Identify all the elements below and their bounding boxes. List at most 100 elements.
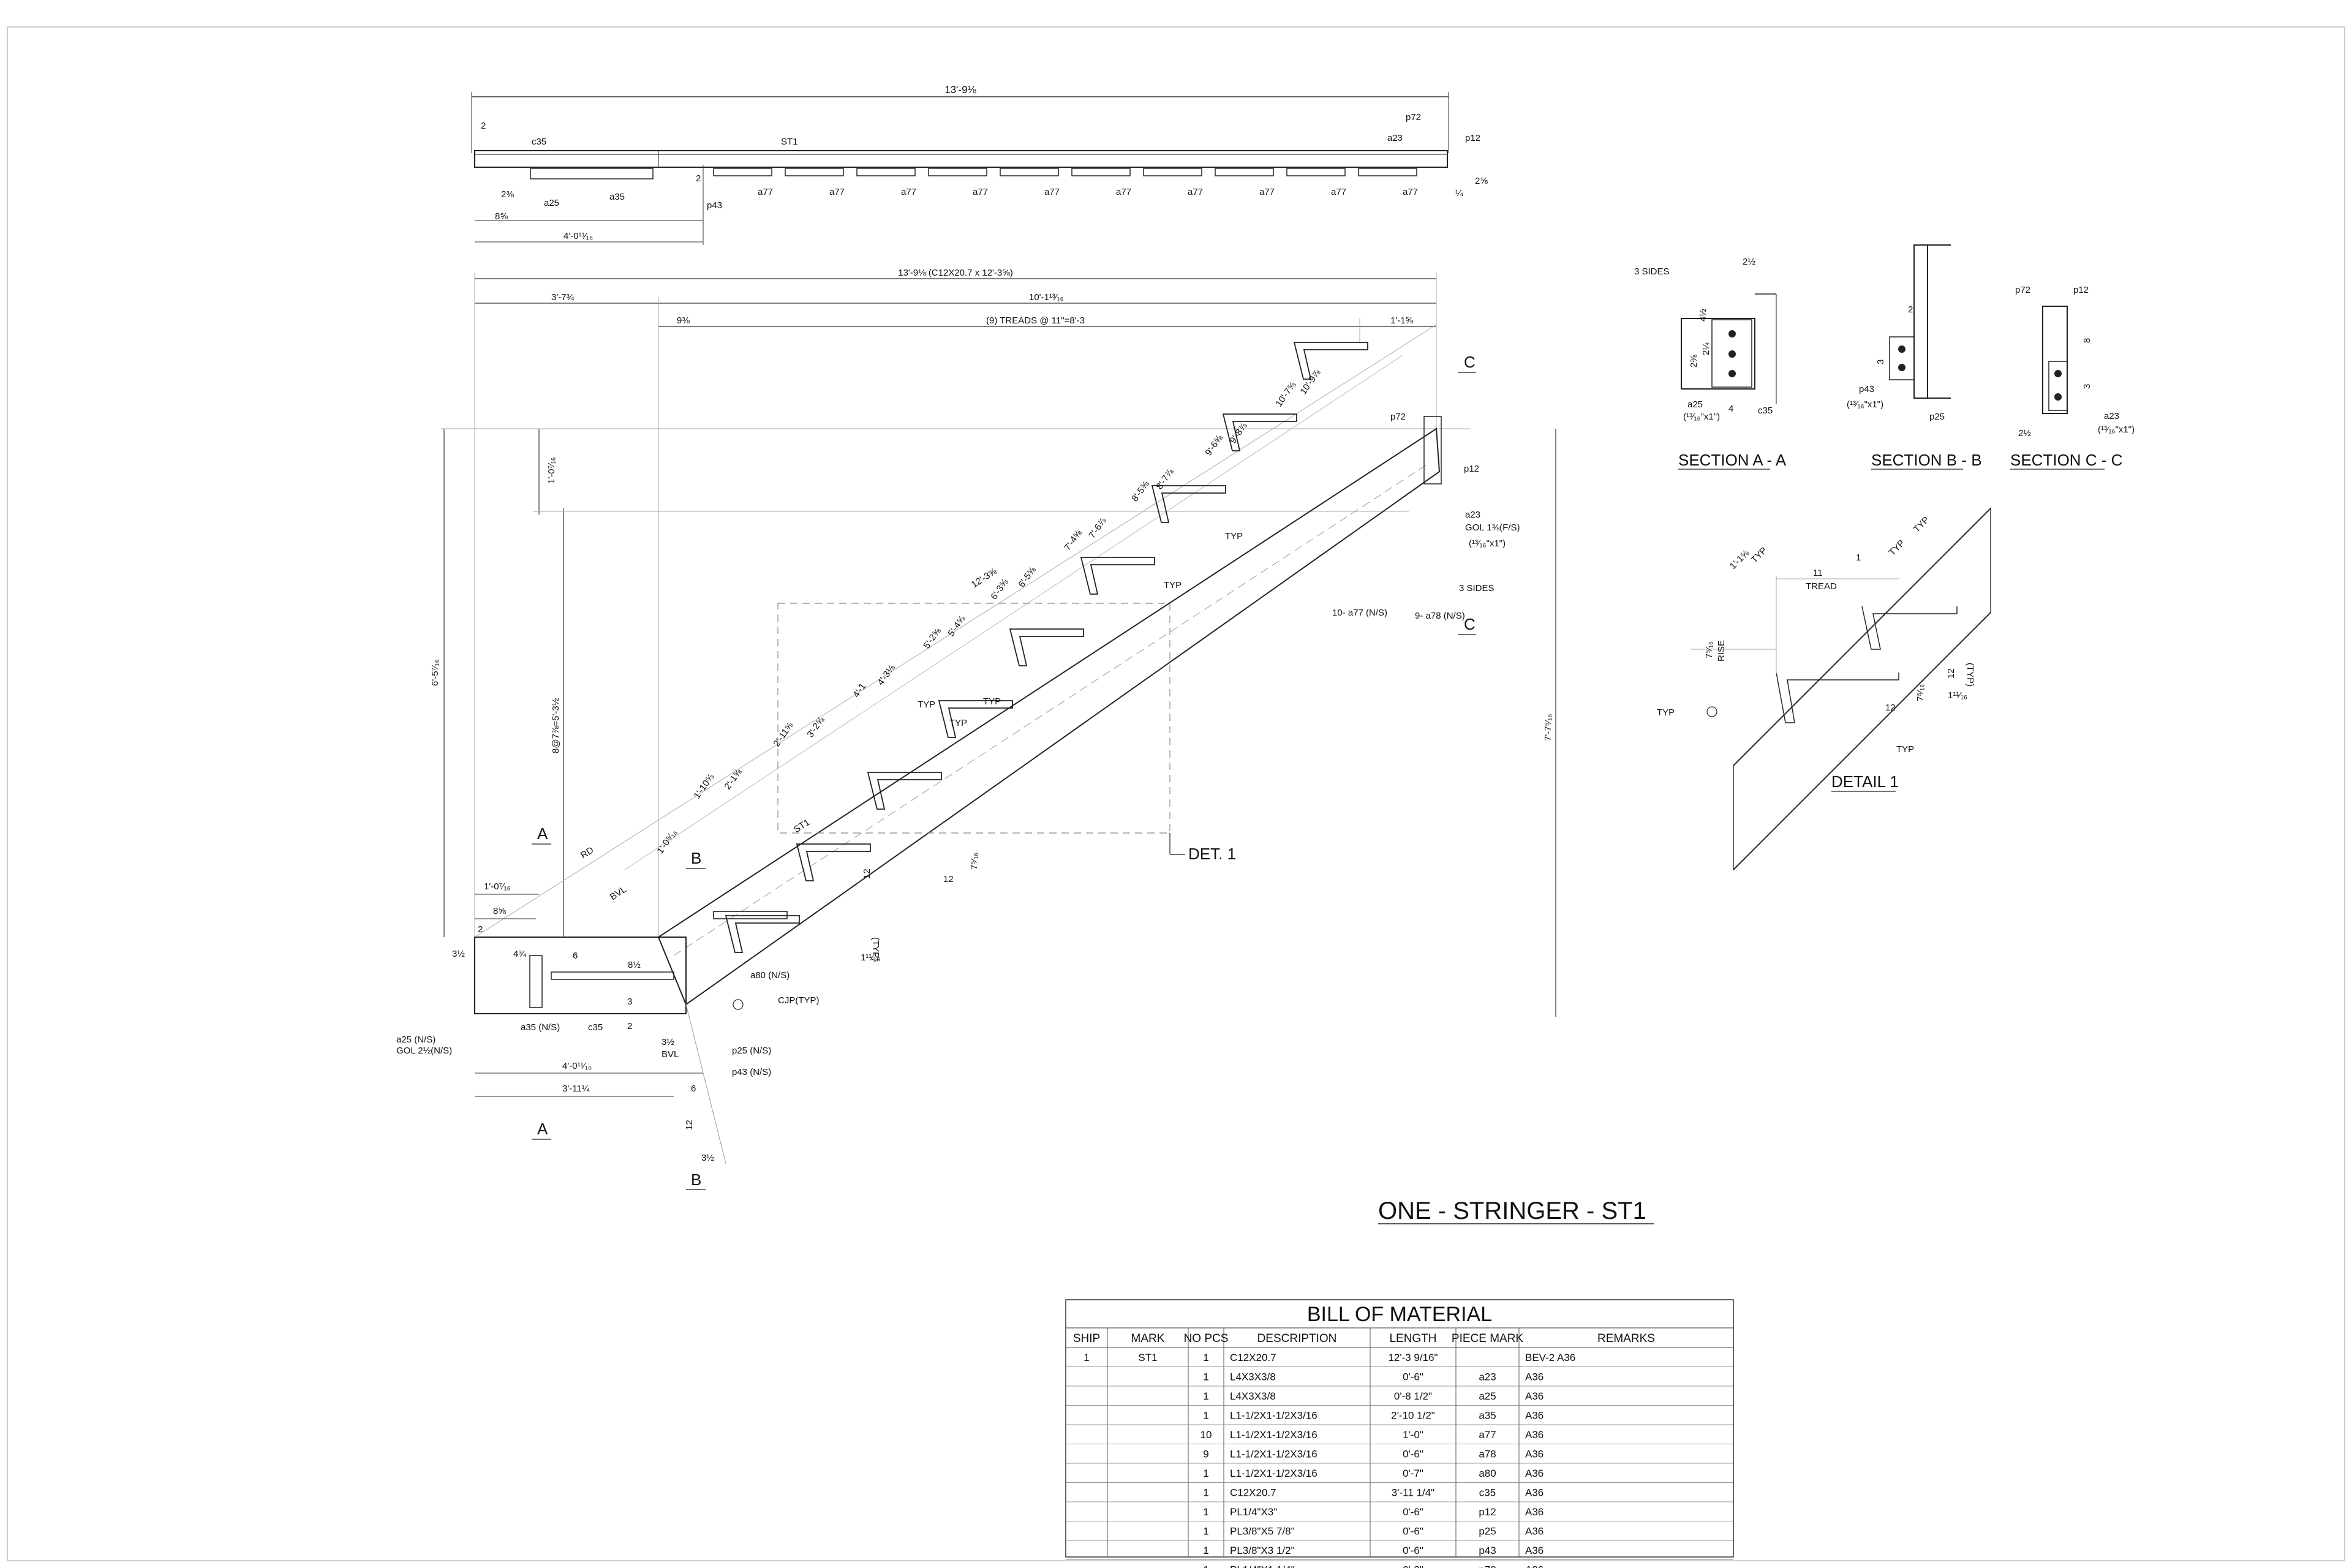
section-b-title: SECTION B - B [1871,451,1982,469]
elev-label-typ-paren: (TYP) [870,937,881,961]
elev-label-p12: p12 [1464,464,1479,474]
section-a-title: SECTION A - A [1678,451,1787,469]
bom-cell: 0'-8 1/2" [1394,1390,1432,1402]
section-a-label-c35: c35 [1758,405,1773,416]
detail-label-7: RISE [1716,640,1727,662]
bom-cell: PL3/8"X3 1/2" [1230,1545,1295,1556]
top-angle-a77 [928,168,987,176]
section-a-label-hole: (¹³⁄₁₆"x1") [1683,412,1720,422]
top-angle-label: a77 [1331,187,1346,197]
detail-label-6: 7⁵⁄₁₆ [1704,641,1714,658]
section-a-label-4-5: 4½ [1698,309,1708,322]
top-angle-a77 [713,168,772,176]
bom-cell: p72 [1479,1564,1496,1568]
top-angle-a77 [1000,168,1059,176]
elev-label-a25: a25 (N/S) [396,1035,435,1045]
top-angle-label: a77 [1044,187,1060,197]
tread-angle-a77 [1222,413,1297,451]
elev-bot-dim-6: 6 [573,951,578,961]
bom-header-cell: LENGTH [1389,1332,1436,1345]
elev-dim-risers: 8@7⅞=5'-3½ [551,698,561,753]
elev-bot-dim-3: 2 [478,924,483,935]
bom-cell: 2'-10 1/2" [1391,1410,1435,1422]
elev-bot-dim-2: 8⅝ [493,906,506,916]
bom-cell: a23 [1479,1371,1496,1383]
elev-bot-dim-7: 8½ [628,960,641,970]
bom-cell: BEV-2 A36 [1525,1352,1575,1363]
elev-bot-dim-14: 12 [684,1120,695,1130]
section-mark-c-top: C [1464,353,1476,371]
top-label-a23: a23 [1387,133,1403,143]
section-b-b: 2 3 p43 (¹³⁄₁₆"x1") p25 SECTION B - B [1847,244,1982,470]
detail-title: DETAIL 1 [1831,772,1899,791]
tread-angle-a80 [713,911,788,919]
bom-cell: a80 [1479,1468,1496,1479]
bom-cell: 0'-7" [1403,1468,1423,1479]
bom-cell: c35 [1479,1487,1496,1499]
bom-cell: 1 [1203,1390,1208,1402]
bom-cell: 3'-11 1/4" [1392,1487,1434,1499]
section-c-title: SECTION C - C [2010,451,2122,469]
bom-cell: A36 [1525,1371,1544,1383]
top-dim-5: 2 [696,173,701,184]
elev-bot-dim-8: 2 [627,1021,632,1031]
elev-label-det1: DET. 1 [1188,845,1236,863]
bom-header-cell: REMARKS [1597,1332,1655,1345]
bom-cell: 1 [1203,1468,1208,1479]
drawing-title: ONE - STRINGER - ST1 [1378,1197,1646,1224]
elev-bot-dim-13: 6 [691,1084,696,1094]
bom-header-cell: PIECE MARK [1452,1332,1524,1345]
bom-cell: C12X20.7 [1230,1352,1276,1363]
detail-label-5: TREAD [1806,581,1837,592]
top-label-st1: ST1 [781,137,798,147]
bom-cell: 9 [1203,1449,1208,1460]
section-c-label-8: 8 [2082,338,2092,343]
section-mark-b-top: B [691,849,701,867]
elev-dim-1-0: 1'-0⁷⁄₁₆ [546,457,557,484]
bom-cell: A36 [1525,1390,1544,1402]
detail-label-8: TYP [1657,707,1675,718]
top-label-a25: a25 [544,198,559,208]
sheet-border [7,26,2345,1561]
bottom-channel-c35 [474,937,687,1014]
bom-cell: L1-1/2X1-1/2X3/16 [1230,1468,1317,1479]
bom-title: BILL OF MATERIAL [1307,1303,1492,1326]
elev-label-cjp: CJP(TYP) [778,995,820,1006]
bom-cell: a25 [1479,1390,1496,1402]
top-angle-label: a77 [758,187,773,197]
elev-label-rise: 7⁵⁄₁₆ [969,853,979,870]
bom-cell: PL3/8"X5 7/8" [1230,1526,1295,1537]
top-dim-6: 2⅝ [1475,176,1488,186]
bom-cell: 1 [1203,1410,1208,1422]
bom-cell: A36 [1525,1526,1544,1537]
bom-cell: a77 [1479,1429,1496,1441]
top-angle-label: a77 [1403,187,1418,197]
tread-angle-a77 [1151,485,1226,523]
bom-cell: 1 [1203,1371,1208,1383]
elev-label-typ-2: TYP [918,699,935,710]
bom-cell: 1 [1203,1526,1208,1537]
elev-label-a78: 9- a78 (N/S) [1415,611,1465,621]
elev-label-12b: 12 [943,874,954,884]
elev-dim-overall: 13'-9⅛ (C12X20.7 x 12'-3⅝) [898,268,1013,278]
elev-label-gol-2: GOL 2½(N/S) [396,1046,452,1056]
elev-label-p25: p25 (N/S) [732,1046,771,1056]
section-mark-c-bot: C [1464,615,1476,633]
top-label-p43: p43 [707,200,722,211]
tread-angle-a77 [1080,557,1155,595]
tread-angle-a77 [938,700,1013,738]
bom-cell: a35 [1479,1410,1496,1422]
elev-dim-right-height: 7'-7⁵⁄₁₆ [1543,714,1553,741]
section-a-label-2-1-4: 2¼ [1701,342,1711,355]
detail-label-10: 7⁵⁄₁₆ [1915,684,1926,701]
bom-cell: 1 [1203,1506,1208,1518]
bom-cell: 0'-6" [1403,1545,1423,1556]
tread-angle-a77 [1009,628,1084,666]
bom-cell: p43 [1479,1545,1496,1556]
section-a-label-a25: a25 [1687,399,1703,410]
elev-label-p72: p72 [1390,412,1406,422]
elev-label-12a: 12 [862,869,872,879]
